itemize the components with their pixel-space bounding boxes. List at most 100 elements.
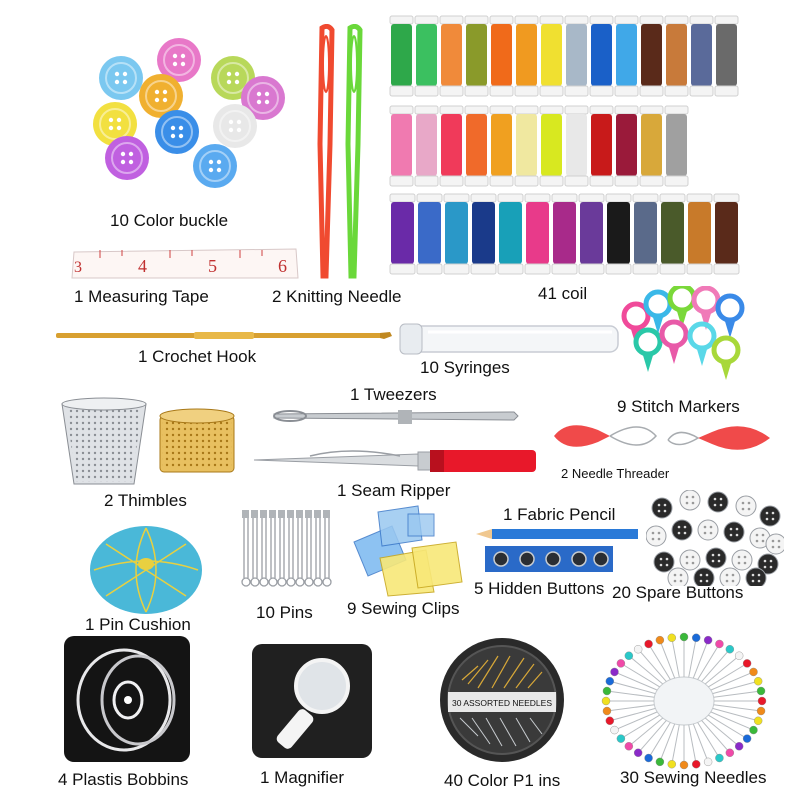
color-button (105, 136, 149, 180)
thread-spool (524, 193, 551, 275)
spare-button (719, 567, 741, 586)
thread-spool (639, 15, 664, 97)
color-pin (710, 667, 758, 691)
stitch-markers-image (618, 286, 758, 394)
thread-spools-svg (389, 15, 740, 275)
color-button (193, 144, 237, 188)
magnifier-image (252, 644, 372, 758)
spare-button (759, 505, 781, 527)
thread-spool (389, 105, 414, 187)
color-pin (655, 635, 676, 679)
label-crochet-hook: 1 Crochet Hook (138, 347, 257, 366)
label-pin-cushion: 1 Pin Cushion (85, 615, 191, 634)
stitch-marker (687, 321, 717, 366)
safety-pin (277, 510, 287, 587)
spare-button (671, 519, 693, 541)
color-pin (704, 651, 744, 685)
safety-pin (241, 510, 251, 587)
spare-button (679, 490, 701, 511)
spare-button (651, 497, 673, 519)
sewing-clips-image (352, 502, 464, 598)
spare-button (693, 567, 715, 586)
thread-spool (539, 105, 564, 187)
color-buttons-image (85, 38, 285, 198)
needle-case-text: 30 ASSORTED NEEDLES (452, 698, 552, 708)
thread-spool (659, 193, 686, 275)
spare-button (653, 551, 675, 573)
tweezers-image (268, 404, 524, 430)
thread-spool (551, 193, 578, 275)
label-magnifier: 1 Magnifier (260, 768, 345, 787)
safety-pin (268, 510, 278, 587)
spare-button (735, 495, 757, 517)
color-pin (644, 722, 671, 763)
thread-spool (714, 15, 739, 97)
thread-spool (689, 15, 714, 97)
color-button (139, 74, 183, 118)
thread-spool (439, 15, 464, 97)
color-pin (697, 722, 724, 763)
stitch-marker (715, 293, 745, 338)
thread-spool (414, 105, 439, 187)
knitting-needles-image (312, 24, 366, 280)
color-pin (616, 714, 660, 743)
spare-buttons-image (646, 490, 784, 586)
color-pin (708, 714, 752, 743)
label-syringes: 10 Syringes (420, 358, 510, 377)
seam-ripper-image (250, 444, 538, 478)
label-plastic-bobbins: 4 Plastis Bobbins (58, 770, 189, 789)
color-pin (688, 724, 701, 769)
color-pin (633, 720, 667, 757)
label-stitch-markers: 9 Stitch Markers (617, 397, 740, 416)
color-pin (610, 667, 658, 691)
thread-spool (664, 105, 689, 187)
label-color-pins: 40 Color P1 ins (444, 771, 561, 790)
color-pin (697, 639, 724, 680)
safety-pin (259, 510, 269, 587)
label-sewing-clips: 9 Sewing Clips (347, 599, 460, 618)
color-button (99, 56, 143, 100)
color-pins-wheel-image (600, 632, 768, 770)
color-pin (710, 711, 758, 735)
thread-spool (614, 15, 639, 97)
color-pin (602, 704, 655, 716)
safety-pin (304, 510, 314, 587)
crochet-hook-image (54, 330, 394, 342)
spare-button (765, 533, 784, 555)
color-pin (701, 720, 735, 757)
thread-spools-image (388, 14, 748, 276)
thimbles-image (56, 396, 240, 492)
color-pin (688, 633, 701, 678)
thread-spool (464, 105, 489, 187)
color-pin (644, 639, 671, 680)
thread-spool (443, 193, 470, 275)
thread-spool (389, 15, 414, 97)
spare-button (697, 519, 719, 541)
hidden-buttons-image (483, 544, 615, 574)
safety-pins-svg (241, 510, 332, 587)
thread-spool (578, 193, 605, 275)
thread-spool (514, 105, 539, 187)
color-pin (679, 632, 689, 677)
stitch-marker (659, 319, 689, 364)
thread-spool (605, 193, 632, 275)
needle-threader-image (548, 414, 778, 462)
safety-pin (286, 510, 296, 587)
color-pin (713, 704, 766, 716)
color-pin (714, 696, 767, 706)
thread-spool (489, 105, 514, 187)
spare-button (667, 567, 689, 586)
spare-button (745, 567, 767, 586)
thread-spool (470, 193, 497, 275)
color-pin (605, 677, 656, 695)
spare-button (749, 527, 771, 549)
color-button (155, 110, 199, 154)
label-seam-ripper: 1 Seam Ripper (337, 481, 451, 500)
stitch-marker (633, 327, 663, 372)
spare-button (705, 547, 727, 569)
label-thimbles: 2 Thimbles (104, 491, 187, 510)
thread-spool (632, 193, 659, 275)
spare-button (679, 549, 701, 571)
color-pin (713, 686, 766, 698)
